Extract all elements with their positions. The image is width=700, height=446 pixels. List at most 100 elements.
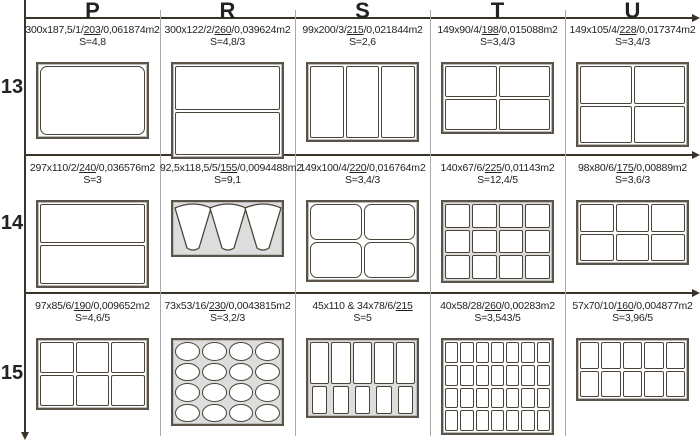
spec-dimensions: 149x90/4/ [437, 24, 482, 36]
compartment [397, 386, 413, 414]
compartment [471, 229, 497, 254]
spec-area: /0,017374m2 [636, 24, 696, 36]
spec-dimensions: 40x58/28/ [440, 300, 485, 312]
compartment [175, 403, 200, 422]
compartment [536, 410, 550, 431]
tray-drawing [576, 62, 689, 147]
spec-dimensions: 57x70/10/ [572, 300, 617, 312]
spec-height: 190 [73, 300, 91, 312]
spec-s-value: S=2,6 [349, 36, 376, 48]
compartment [633, 66, 685, 104]
spec-dimensions: 97x85/6/ [35, 300, 74, 312]
column-header-p: P [85, 0, 100, 23]
compartment [580, 233, 614, 261]
tray-drawing [171, 200, 284, 257]
compartment [498, 204, 524, 228]
spec-area: /0,00889m2 [633, 162, 688, 174]
compartment [445, 204, 470, 228]
column-divider [160, 10, 161, 436]
compartment [536, 364, 550, 386]
compartment [580, 342, 600, 369]
column-divider [430, 10, 431, 436]
compartment [331, 342, 351, 384]
tray-drawing [171, 62, 284, 159]
spec-height: 260 [484, 300, 502, 312]
compartment [580, 204, 614, 232]
compartment [580, 105, 632, 143]
column-axis [25, 14, 700, 22]
compartment [310, 342, 330, 384]
compartment [445, 387, 459, 409]
compartment [255, 403, 280, 422]
spec-height: 215 [346, 24, 364, 36]
spec-area: /0,039624m2 [231, 24, 291, 36]
compartment [255, 383, 280, 402]
compartment [665, 342, 685, 369]
compartment [490, 342, 505, 363]
spec-area: /0,0043815m2 [225, 300, 291, 312]
tray-drawing [36, 200, 149, 288]
tray-drawing [441, 338, 554, 435]
spec-area: /0,061874m2 [100, 24, 160, 36]
compartment [363, 242, 415, 278]
compartment [381, 66, 415, 138]
spec-s-value: S=4,6/5 [74, 312, 111, 324]
compartment [445, 255, 470, 279]
compartment [665, 370, 685, 397]
compartment [601, 370, 621, 397]
compartment [175, 342, 200, 361]
compartment [536, 342, 550, 363]
tray-drawing [171, 338, 284, 426]
compartment [40, 204, 145, 243]
compartment [201, 403, 227, 422]
compartment [175, 362, 200, 381]
compartment [490, 410, 505, 431]
compartment [201, 362, 227, 381]
compartment [310, 66, 344, 138]
compartment [333, 386, 349, 414]
tray-drawing [306, 338, 419, 418]
spec-dimensions: 149x100/4/ [299, 162, 350, 174]
compartment [40, 245, 145, 284]
column-header-t: T [490, 0, 505, 23]
compartment [40, 375, 74, 406]
compartment [374, 342, 394, 384]
spec-s-value: S=12,4/5 [477, 174, 518, 186]
compartment [395, 342, 415, 384]
spec-dimensions: 92,5x118,5/5/ [160, 162, 221, 174]
spec-s-value: S=3,96/5 [612, 312, 653, 324]
spec-height: 160 [616, 300, 634, 312]
spec-height: 203 [83, 24, 101, 36]
compartment [40, 66, 145, 135]
spec-height: 175 [616, 162, 634, 174]
compartment [352, 342, 373, 384]
compartment [310, 242, 362, 278]
spec-height: 155 [220, 162, 238, 174]
row-axis [24, 0, 26, 432]
compartment [644, 342, 664, 369]
compartment [521, 364, 535, 386]
spec-dimensions: 45x110 & 34x78/6/ [312, 300, 396, 312]
compartment [536, 387, 550, 409]
tray-drawing [36, 338, 149, 410]
compartment [460, 387, 474, 409]
compartment [345, 66, 380, 138]
compartment [622, 342, 643, 369]
spec-dimensions: 297x110/2/ [29, 162, 80, 174]
spec-area: /0,016764m2 [366, 162, 426, 174]
compartment [644, 370, 664, 397]
compartment [506, 342, 520, 363]
compartment [506, 410, 520, 431]
